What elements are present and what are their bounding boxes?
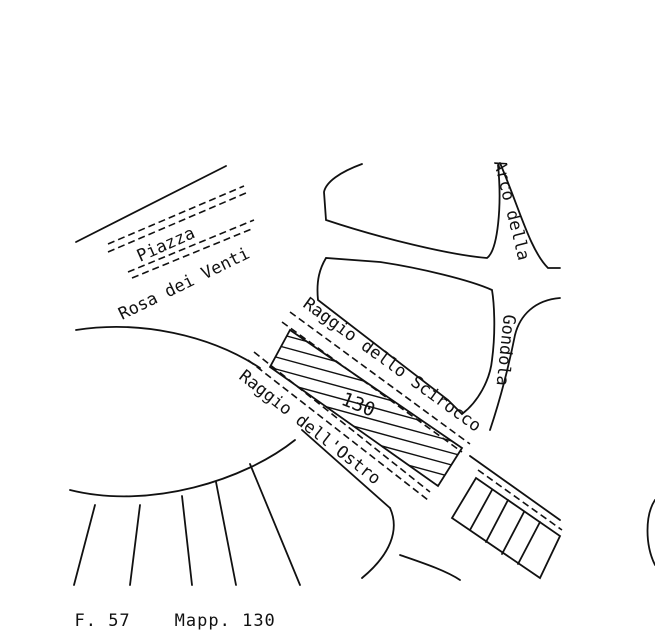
map-caption: F. 57 Mapp. 130 <box>52 591 276 631</box>
label-gondola: Gondola <box>492 313 519 386</box>
label-raggio-ostro: Raggio dell'Ostro <box>235 366 384 489</box>
block-north <box>323 163 501 259</box>
label-arco-della: Arco della <box>489 158 533 262</box>
caption-mappale: Mapp. 130 <box>174 611 276 631</box>
block-southeast <box>450 476 562 580</box>
label-parcel-number: 130 <box>338 388 378 421</box>
label-raggio-scirocco: Raggio dello Scirocco <box>299 294 485 437</box>
caption-foglio: F. 57 <box>74 611 131 631</box>
piazza-boundary <box>75 165 255 279</box>
raggio-ostro-street <box>247 351 461 581</box>
arco-gondola-street <box>489 162 561 431</box>
label-piazza: Piazza <box>134 223 198 266</box>
block-west <box>69 326 301 586</box>
margin-arc <box>646 499 655 566</box>
block-east <box>316 257 496 416</box>
